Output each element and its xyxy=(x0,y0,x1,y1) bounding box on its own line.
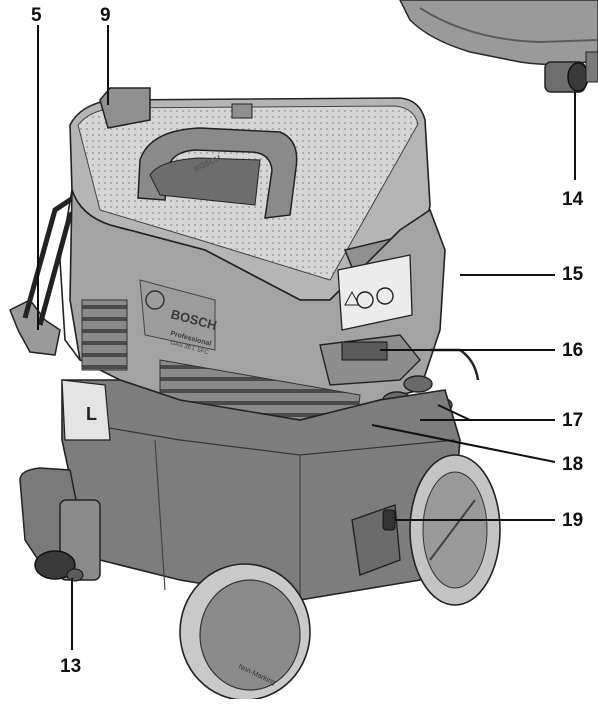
front-wheel: Non-Marking xyxy=(179,563,311,701)
callout-18: 18 xyxy=(562,454,584,475)
leader-lines xyxy=(37,25,576,650)
callout-13: 13 xyxy=(60,656,82,677)
dust-class-mark: L xyxy=(86,404,97,424)
rear-caster xyxy=(19,467,101,582)
callout-19: 19 xyxy=(562,510,584,531)
container xyxy=(61,379,461,601)
callout-15: 15 xyxy=(562,264,584,285)
callout-5: 5 xyxy=(31,5,42,26)
callout-9: 9 xyxy=(100,5,111,26)
side-wheel xyxy=(409,454,501,606)
callout-17: 17 xyxy=(562,410,584,431)
callout-16: 16 xyxy=(562,340,584,361)
callout-14: 14 xyxy=(562,189,584,210)
inset-wheel-view xyxy=(399,0,598,93)
